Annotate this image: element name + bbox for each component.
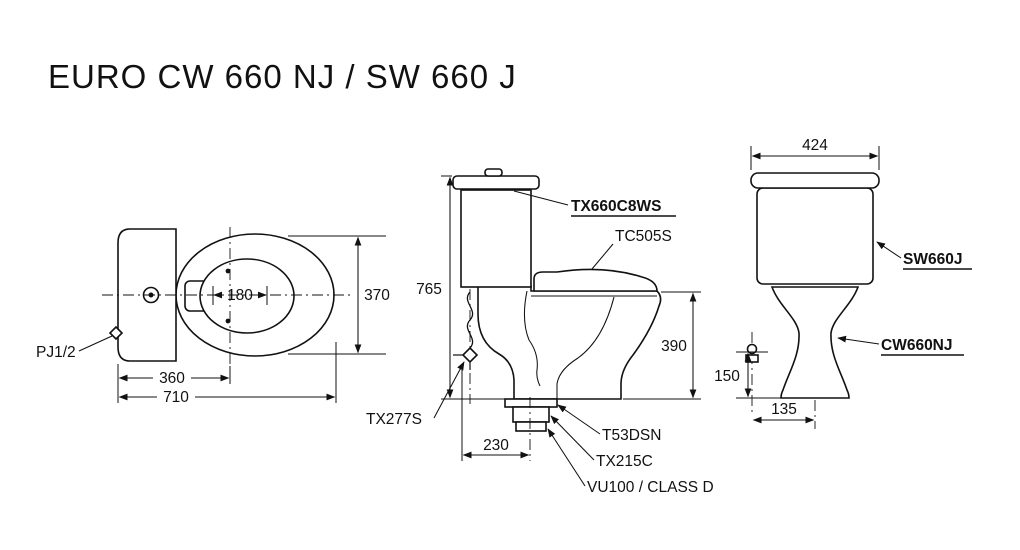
outlet-class-label: VU100 / CLASS D [587, 479, 714, 496]
flush-button-icon [142, 286, 160, 304]
side-bowl-body [477, 285, 662, 400]
water-inlet-fitting-icon [108, 325, 124, 341]
front-view: 424 150 135 SW660J CW660NJ [714, 137, 972, 429]
dim-rough-in-and-length: 360 710 [117, 342, 337, 406]
dim-135-value: 135 [771, 401, 797, 418]
seat-bolt-dot [225, 318, 231, 324]
dim-overall-height: 765 [416, 175, 512, 400]
side-seat-cover [533, 268, 658, 292]
dim-inlet-offset: 135 [752, 400, 816, 429]
pipe-leader [550, 415, 595, 461]
outlet-socket [515, 421, 547, 432]
front-tank-lid [750, 172, 880, 189]
top-view: PJ1/2 180 370 360 710 [36, 227, 390, 406]
dim-765-value: 765 [416, 281, 442, 298]
dim-inlet-height: 150 [714, 351, 781, 399]
flush-valve-leader [513, 190, 569, 206]
dim-360-value: 360 [159, 370, 185, 387]
side-view: 765 390 230 TX660C8WS TC505S TX277S T53D… [366, 168, 714, 496]
side-tank-body [460, 189, 532, 288]
dim-outlet-offset: 230 [461, 370, 531, 461]
side-flush-button [484, 168, 503, 177]
bowl-model-label: CW660NJ [881, 337, 953, 354]
dim-tank-width: 424 [750, 137, 880, 170]
inlet-size-label: PJ1/2 [36, 344, 76, 361]
outlet-pipe [512, 406, 550, 423]
dim-230-value: 230 [483, 437, 509, 454]
dim-710-value: 710 [163, 389, 189, 406]
flange-leader [557, 404, 601, 435]
side-tank-lid [452, 175, 540, 190]
tank-model-leader [876, 241, 902, 259]
supply-hose [466, 291, 474, 349]
seat-label: TC505S [615, 228, 672, 245]
dim-424-value: 424 [802, 137, 828, 154]
tank-model-label: SW660J [903, 251, 962, 268]
flush-valve-label: TX660C8WS [571, 198, 661, 215]
inlet-nut-icon [746, 343, 758, 355]
stop-valve-leader [433, 361, 465, 419]
outlet-flange [504, 398, 558, 408]
stop-valve-icon [461, 346, 479, 364]
inlet-leader-line [78, 335, 113, 352]
dim-rim-height: 390 [623, 291, 701, 400]
pipe-label: TX215C [596, 453, 653, 470]
dim-150-value: 150 [714, 368, 740, 385]
front-bowl-pedestal [770, 286, 860, 399]
dim-370-value: 370 [364, 287, 390, 304]
outlet-class-leader [547, 428, 586, 487]
dim-seat-hole-width: 180 [212, 286, 268, 305]
flange-label: T53DSN [602, 427, 661, 444]
front-tank-body [756, 187, 874, 285]
dim-390-value: 390 [661, 338, 687, 355]
seat-bolt-dot [225, 268, 231, 274]
trapway-contour-back [523, 290, 541, 387]
page-title: EURO CW 660 NJ / SW 660 J [48, 58, 517, 95]
dim-overall-width: 370 [288, 235, 390, 355]
seat-leader [591, 243, 614, 270]
top-seat-opening [199, 258, 295, 334]
stop-valve-label: TX277S [366, 411, 422, 428]
bowl-model-leader [837, 335, 880, 345]
dim-180-value: 180 [227, 287, 253, 304]
trapway-contour [556, 296, 615, 399]
